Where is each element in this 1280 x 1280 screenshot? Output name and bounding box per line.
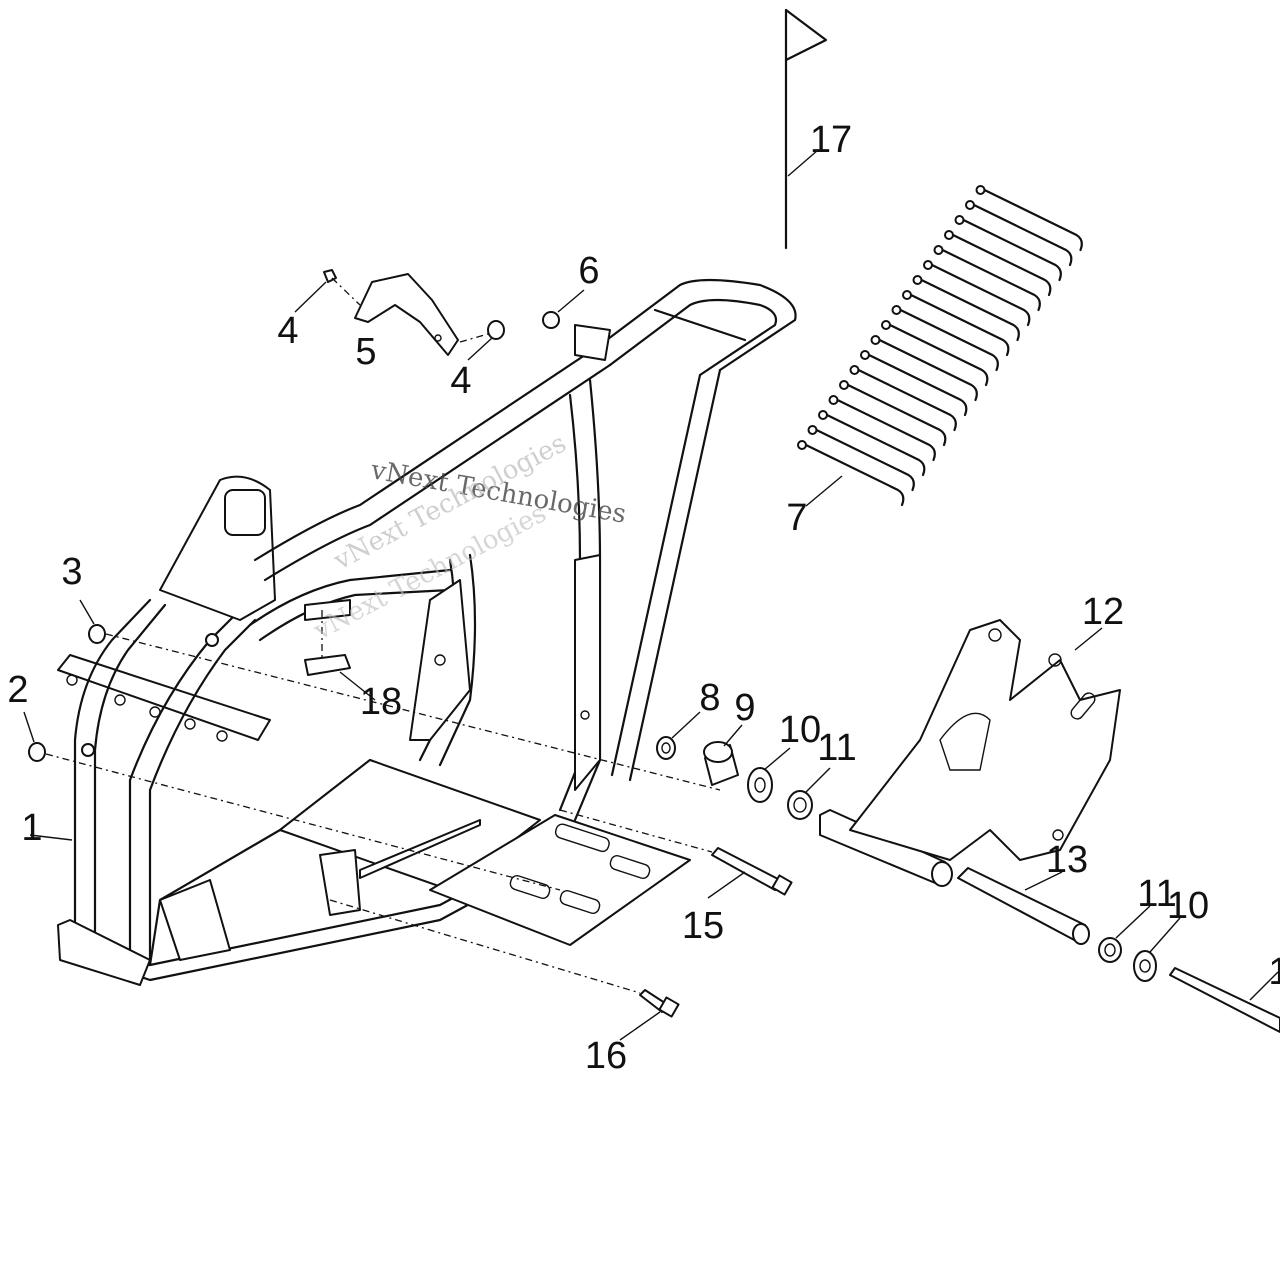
nut-part [459, 320, 505, 361]
cable-tie [965, 200, 1073, 267]
callout-label: 10 [779, 709, 821, 751]
washer-part-8 [656, 711, 701, 760]
washer-part-10b [1133, 917, 1181, 982]
cable-ties-part [797, 185, 1083, 507]
callout-label: 2 [7, 669, 28, 711]
callout-label: 1 [1268, 951, 1280, 993]
flag-pole-part [784, 8, 828, 250]
callout-label: 11 [817, 727, 856, 769]
nut-part-2 [23, 711, 561, 891]
callout-label: 8 [699, 677, 720, 719]
bolt-part-16 [329, 899, 680, 1041]
shaft-part [957, 867, 1090, 945]
callout-label: 15 [682, 905, 724, 947]
cable-tie [860, 350, 968, 417]
callout-label: 13 [1046, 839, 1088, 881]
cable-tie [933, 245, 1041, 312]
bolt-part [294, 269, 361, 313]
cable-tie [881, 320, 989, 387]
bolt-part-15 [559, 809, 793, 899]
cable-tie [797, 440, 905, 507]
bushing-part-11 [787, 767, 831, 820]
cable-tie [912, 275, 1020, 342]
cable-tie [923, 260, 1031, 327]
callout-label: 18 [360, 681, 402, 723]
cable-tie [807, 425, 915, 492]
callout-label: 4 [450, 360, 471, 402]
cable-tie [828, 395, 936, 462]
cable-tie [944, 230, 1052, 297]
main-frame-part [57, 278, 797, 986]
callout-label: 16 [585, 1035, 627, 1077]
axle-bolt-part [1169, 967, 1280, 1033]
callout-label: 6 [578, 250, 599, 292]
tank-mount-pad-part [304, 610, 351, 676]
callout-label: 17 [810, 119, 852, 161]
bracket-part [354, 273, 459, 356]
bushing-part-11b [1098, 905, 1151, 963]
callout-label: 12 [1082, 591, 1124, 633]
cable-tie [891, 305, 999, 372]
leader-line [339, 671, 376, 701]
callout-label: 9 [734, 687, 755, 729]
callout-label: 5 [355, 331, 376, 373]
cable-tie [902, 290, 1010, 357]
callout-label: 10 [1167, 885, 1209, 927]
cable-tie [870, 335, 978, 402]
callout-label: 7 [786, 497, 807, 539]
callout-label: 11 [1137, 873, 1176, 915]
washer-part-10 [747, 747, 791, 803]
swing-arm-part [819, 619, 1121, 887]
nut-part-6 [542, 289, 585, 329]
callout-label: 4 [277, 310, 298, 352]
leader-line [805, 475, 843, 507]
cable-tie [849, 365, 957, 432]
leader-line [29, 834, 73, 841]
bushing-part-9 [703, 724, 743, 786]
cable-tie [975, 185, 1083, 252]
callout-label: 3 [61, 551, 82, 593]
callout-label: 1 [21, 807, 42, 849]
cable-tie [954, 215, 1062, 282]
cable-tie [839, 380, 947, 447]
cable-tie [818, 410, 926, 477]
nut-part-3 [79, 599, 721, 791]
